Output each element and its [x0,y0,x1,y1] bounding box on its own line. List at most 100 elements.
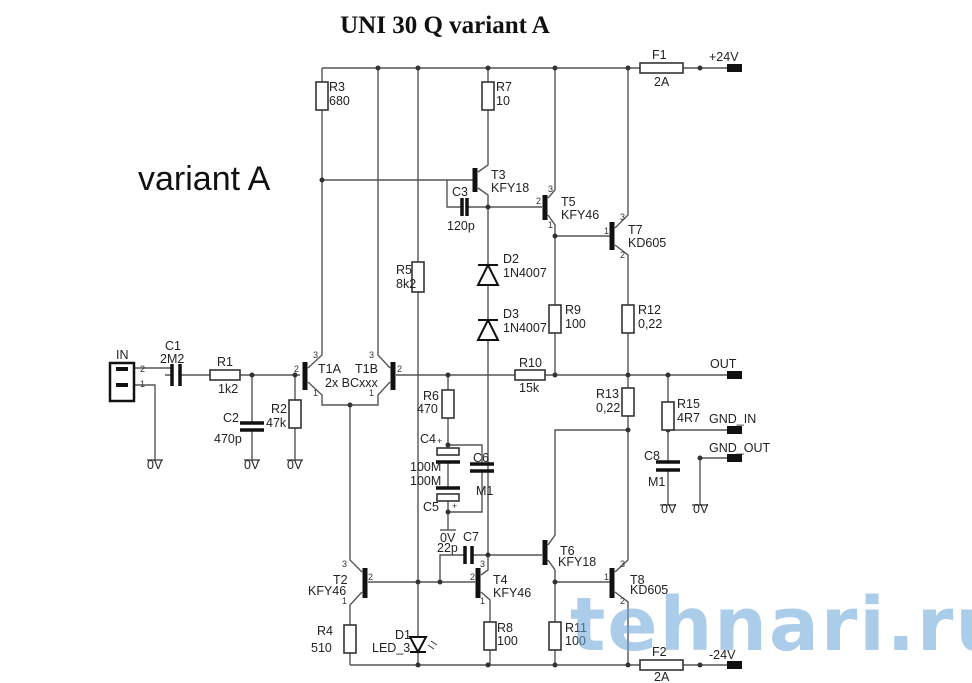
label-components-c1-value: 2M2 [160,352,184,366]
label-nets-ground: 0V [661,502,677,516]
label-components-d1-ref: D1 [395,628,411,642]
label-nets-input: IN [116,348,129,362]
label-components-t6-value: KFY18 [558,555,596,569]
label-components-d2-value: 1N4007 [503,266,547,280]
capacitor-c6 [470,462,494,473]
label-components-t1-value: 2x BCxxx [325,376,379,390]
label-components-c5-value: 100M [410,474,441,488]
label-nets-ground: 0V [287,458,303,472]
label-components-r4-ref: R4 [317,624,333,638]
label-components-r15-value: 4R7 [677,411,700,425]
label-components-r8-ref: R8 [497,621,513,635]
label-components-c7-ref: C7 [463,530,479,544]
resistor-r6 [441,389,455,419]
label-pins-plus: + [437,436,442,446]
label-components-t7-value: KD605 [628,236,666,250]
label-components-r5-ref: R5 [396,263,412,277]
capacitor-c1 [170,364,182,386]
label-components-d3-value: 1N4007 [503,321,547,335]
label-components-r8-value: 100 [497,634,518,648]
label-components-r6-value: 470 [417,402,438,416]
transistors [302,168,615,598]
label-components-t3-value: KFY18 [491,181,529,195]
label-components-c3-ref: C3 [452,185,468,199]
label-components-r10-ref: R10 [519,356,542,370]
label-components-t8-ref: T8 [630,573,645,587]
label-components-c4-value: 100M [410,460,441,474]
label-components-r2-ref: R2 [271,402,287,416]
diodes [408,262,500,655]
label-nets-ground: 0V [147,458,163,472]
label-nets-ground: 0V [693,502,709,516]
label-components-t7-ref: T7 [628,223,643,237]
label-components-r3-value: 680 [329,94,350,108]
label-pins-one: 1 [369,388,374,398]
label-components-r9-ref: R9 [565,303,581,317]
label-components-t4-ref: T4 [493,573,508,587]
label-pins-two: 2 [368,572,373,582]
label-components-t5-value: KFY46 [561,208,599,222]
label-pins-one: 1 [604,226,609,236]
label-components-f1-ref: F1 [652,48,667,62]
label-components-c6-ref: C6 [473,451,489,465]
label-components-r15-ref: R15 [677,397,700,411]
wires [132,67,727,666]
label-components-c3-value: 120p [447,219,475,233]
label-nets-vminus: -24V [709,648,736,662]
label-components-t6-ref: T6 [560,544,575,558]
label-components-r11-ref: R11 [565,621,587,635]
label-components-r13-value: 0,22 [596,401,620,415]
label-pins-plus: + [452,501,457,511]
label-pins-two: 2 [620,596,625,606]
label-components-c8-value: M1 [648,475,665,489]
label-components-r3-ref: R3 [329,80,345,94]
label-components-c4-ref: C4 [420,432,436,446]
schematic-title: UNI 30 Q variant A [340,12,550,39]
resistor-r1 [209,369,241,381]
resistor-r13 [621,387,635,417]
capacitor-c8 [656,460,680,472]
resistor-r3 [315,81,329,111]
label-components-t5-ref: T5 [561,195,576,209]
label-components-r5-value: 8k2 [396,277,416,291]
label-pins-three: 3 [548,184,553,194]
label-components-c2-ref: C2 [223,411,239,425]
label-components-r7-value: 10 [496,94,510,108]
watermark: tehnari.ru [570,582,972,668]
label-pins-two: 2 [294,364,299,374]
label-pins-one: 1 [480,596,485,606]
labels: C1 2M2 R1 1k2 C2 470p R2 47k 0V 0V 0V T1… [147,48,770,683]
label-components-r7-ref: R7 [496,80,512,94]
label-components-r13-ref: R13 [596,387,619,401]
label-pins-two: 2 [470,572,475,582]
resistor-r15 [661,401,675,431]
label-components-r6-ref: R6 [423,389,439,403]
label-components-f2-ref: F2 [652,645,667,659]
resistor-r11 [548,621,562,651]
label-components-r11-value: 100 [565,634,586,648]
label-pins-one: 1 [313,388,318,398]
label-pins-one: 1 [604,572,609,582]
label-components-r1-ref: R1 [217,355,233,369]
label-pins-two: 2 [536,196,541,206]
label-pins-two: 2 [140,364,145,374]
label-pins-three: 3 [313,350,318,360]
label-pins-three: 3 [342,559,347,569]
label-components-r12-ref: R12 [638,303,661,317]
label-components-c6-value: M1 [476,484,493,498]
label-components-d2-ref: D2 [503,252,519,266]
resistor-r9 [548,304,562,334]
terminals [727,64,742,669]
input-connector: IN 2 1 [108,348,145,403]
label-pins-three: 3 [480,559,485,569]
label-pins-two: 2 [620,250,625,260]
label-components-t1-ref_b: T1B [355,362,378,376]
resistor-r8 [483,621,497,651]
resistor-r10 [514,369,546,381]
label-components-r4-value: 510 [311,641,332,655]
label-components-t8-value: KD605 [630,583,668,597]
resistor-r7 [481,81,495,111]
label-nets-gnd_in: GND_IN [709,412,756,426]
label-nets-gnd_out: GND_OUT [709,441,770,455]
